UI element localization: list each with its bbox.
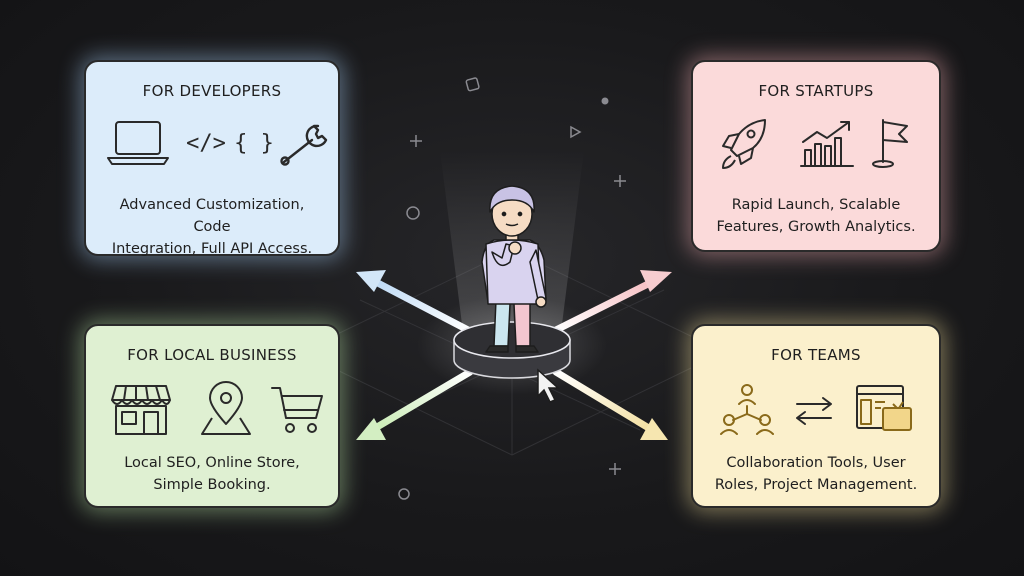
local-business-description: Local SEO, Online Store, Simple Booking.	[100, 452, 324, 496]
arrow-to-developers	[356, 270, 472, 334]
team-network-icon	[720, 384, 774, 435]
developers-desc-line1: Advanced Customization, Code	[119, 197, 305, 235]
teams-description: Collaboration Tools, User Roles, Project…	[707, 452, 925, 496]
platform-disc	[453, 321, 571, 379]
arrow-to-startups	[552, 270, 672, 334]
developers-card: FOR DEVELOPERS </> { } Advanced Customiz…	[84, 60, 340, 257]
developers-title: FOR DEVELOPERS	[142, 82, 282, 100]
exchange-arrows-icon	[796, 397, 832, 425]
storefront-icon	[111, 385, 171, 435]
code-icon: </>	[186, 131, 226, 156]
arrow-to-local-business	[356, 368, 474, 440]
local-business-desc-line2: Simple Booking.	[153, 477, 271, 493]
teams-title: FOR TEAMS	[771, 346, 861, 364]
local-business-card: FOR LOCAL BUSINESS Local SEO, Online Sto…	[84, 324, 340, 508]
teams-card: FOR TEAMS Collaboration Tools, User Role…	[691, 324, 941, 508]
local-business-title: FOR LOCAL BUSINESS	[127, 346, 297, 364]
developers-description: Advanced Customization, Code Integration…	[100, 194, 324, 260]
teams-desc-line1: Collaboration Tools, User	[726, 455, 906, 471]
thinking-person-illustration	[481, 185, 547, 353]
growth-chart-icon	[800, 121, 854, 167]
mouse-cursor-icon	[537, 368, 560, 403]
teams-icons	[720, 384, 912, 435]
shopping-cart-icon	[271, 387, 323, 433]
floating-decorations	[398, 77, 626, 500]
developers-icons: </> { }	[107, 121, 328, 166]
rocket-icon	[722, 119, 766, 169]
wrench-icon	[280, 124, 328, 166]
project-window-icon	[856, 385, 912, 431]
local-business-icons	[111, 381, 323, 435]
startups-card: FOR STARTUPS Rapid Launch, Scalable Feat…	[691, 60, 941, 252]
flag-icon	[872, 119, 908, 168]
arrow-to-teams	[552, 368, 668, 440]
laptop-icon	[107, 121, 169, 165]
startups-icons	[722, 119, 908, 169]
local-business-desc-line1: Local SEO, Online Store,	[124, 455, 300, 471]
startups-desc-line2: Features, Growth Analytics.	[716, 219, 916, 235]
startups-title: FOR STARTUPS	[758, 82, 874, 100]
startups-description: Rapid Launch, Scalable Features, Growth …	[707, 194, 925, 238]
startups-desc-line1: Rapid Launch, Scalable	[731, 197, 901, 213]
teams-desc-line2: Roles, Project Management.	[714, 477, 918, 493]
developers-desc-line2: Integration, Full API Access.	[111, 241, 313, 257]
map-pin-icon	[201, 381, 251, 435]
braces-icon: { }	[234, 131, 274, 156]
